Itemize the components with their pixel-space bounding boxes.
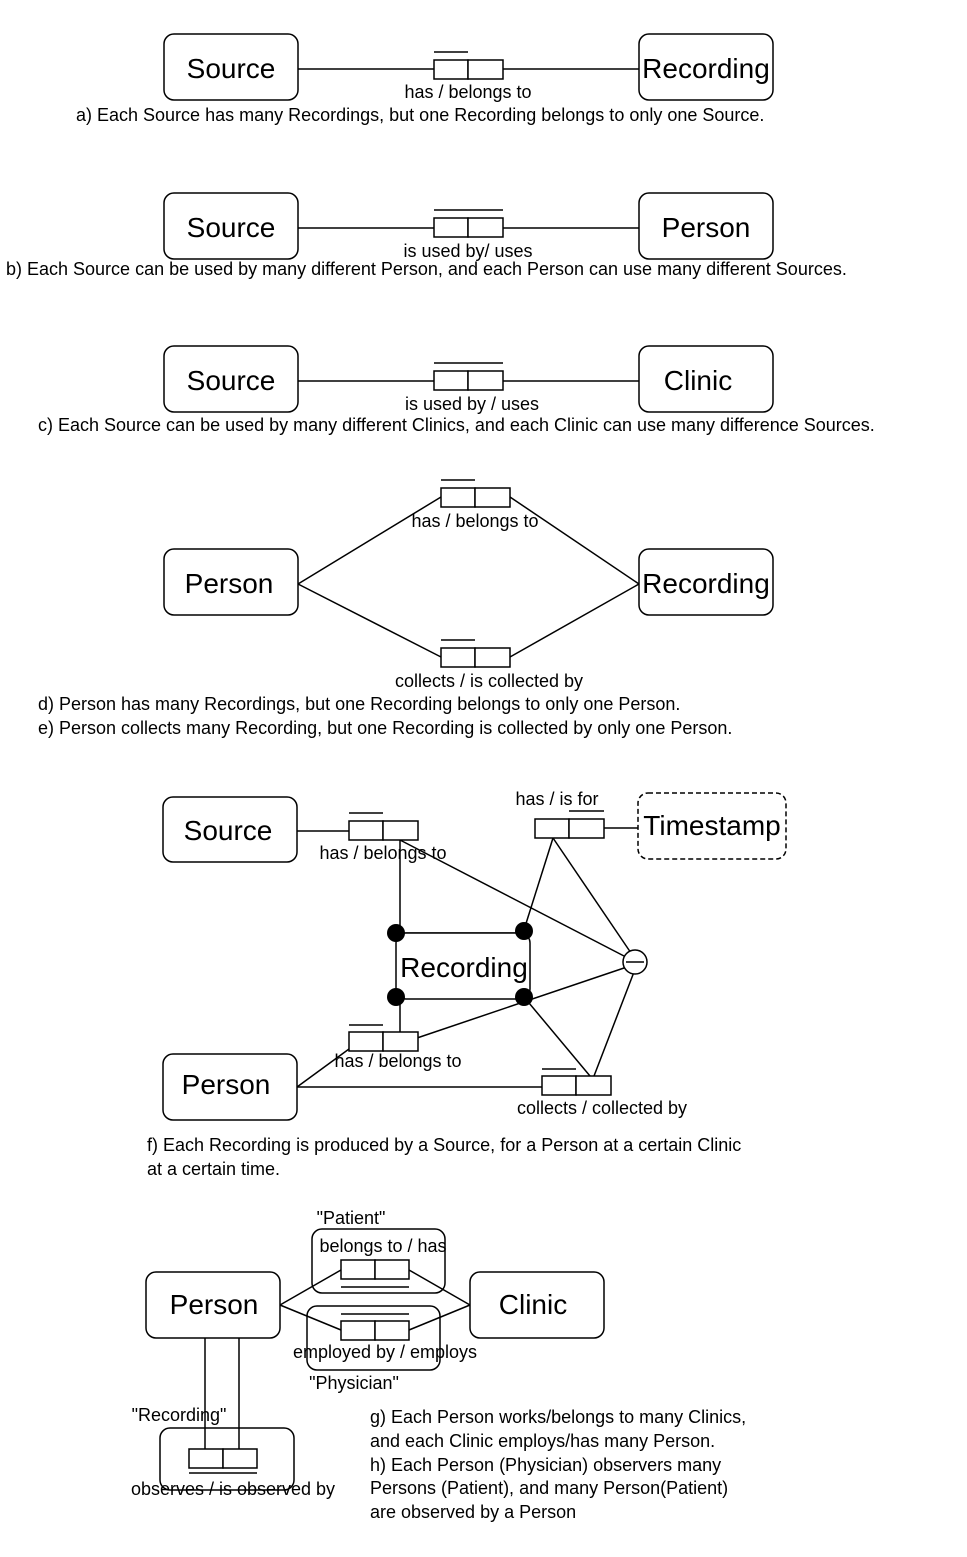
fact-label-bottom: collects / is collected by [395,671,583,691]
entity-recording [638,548,774,616]
entity-source-label: Source [187,53,276,84]
role-box-observes [188,1448,258,1474]
fact-label: is used by/ uses [403,241,532,261]
entity-source-label: Source [187,212,276,243]
observes-fact-label: observes / is observed by [131,1479,335,1499]
fact-label: has / belongs to [404,82,531,102]
entity-person [145,1271,281,1339]
role-box-patient [340,1259,410,1288]
caption-h-line3: are observed by a Person [370,1502,576,1522]
role-box [433,362,504,391]
entity-source-label: Source [187,365,276,396]
fact-label-collects: collects / collected by [517,1098,687,1118]
entity-person [163,548,299,616]
entity-source-label: Source [184,815,273,846]
mandatory-dot [515,922,533,940]
patient-frame [311,1228,446,1294]
entity-person [638,192,774,260]
role-box-source [348,812,419,841]
entity-recording-label: Recording [400,952,528,983]
fact-label-person: has / belongs to [334,1051,461,1071]
role-box-physician [340,1313,410,1341]
recording-role-label: "Recording" [132,1405,227,1425]
fact-label: is used by / uses [405,394,539,414]
physician-frame [306,1305,441,1371]
section-a: Source Recording has / belongs to a) Eac… [76,33,774,125]
entity-timestamp [637,792,787,860]
entity-person-label: Person [185,568,274,599]
entity-person-label: Person [182,1069,271,1100]
section-de: Person Recording has / belongs to collec… [38,479,774,738]
role-box-top [440,479,511,508]
entity-recording-label: Recording [642,53,770,84]
recording-frame [159,1427,295,1491]
entity-source [163,345,299,413]
section-c: Source Clinic is used by / uses c) Each … [38,345,875,435]
patient-role-label: "Patient" [317,1208,386,1228]
role-box-person [348,1024,419,1052]
caption-b: b) Each Source can be used by many diffe… [6,259,847,279]
caption-g-line2: and each Clinic employs/has many Person. [370,1431,715,1451]
entity-person-label: Person [170,1289,259,1320]
role-box [433,209,504,238]
entity-recording [395,932,531,1000]
entity-timestamp-label: Timestamp [643,810,780,841]
entity-person [162,1053,298,1121]
entity-clinic [638,345,774,413]
caption-f-line2: at a certain time. [147,1159,280,1179]
entity-source [163,33,299,101]
mandatory-dot [515,988,533,1006]
patient-fact-label: belongs to / has [319,1236,446,1256]
caption-c: c) Each Source can be used by many diffe… [38,415,875,435]
mandatory-dot [387,988,405,1006]
caption-h-line1: h) Each Person (Physician) observers man… [370,1455,721,1475]
physician-role-label: "Physician" [309,1373,399,1393]
fact-label-timestamp: has / is for [515,789,598,809]
section-gh: Person Clinic "Patient" belongs to / has… [131,1208,746,1522]
caption-g-line1: g) Each Person works/belongs to many Cli… [370,1407,746,1427]
entity-source [163,192,299,260]
physician-fact-label: employed by / employs [293,1342,477,1362]
role-box-collects [541,1068,612,1096]
caption-h-line2: Persons (Patient), and many Person(Patie… [370,1478,728,1498]
fact-label-top: has / belongs to [411,511,538,531]
entity-clinic [469,1271,605,1339]
caption-d: d) Person has many Recordings, but one R… [38,694,680,714]
role-box-bottom [440,639,511,668]
role-box [433,51,504,80]
section-b: Source Person is used by/ uses b) Each S… [6,192,847,279]
entity-person-label: Person [662,212,751,243]
role-box-timestamp [534,810,605,839]
entity-clinic-label: Clinic [664,365,732,396]
caption-e: e) Person collects many Recording, but o… [38,718,732,738]
fact-label-source: has / belongs to [319,843,446,863]
mandatory-dot [387,924,405,942]
caption-a: a) Each Source has many Recordings, but … [76,105,764,125]
entity-recording [638,33,774,101]
section-f: Source Timestamp Recording Person has / … [147,789,787,1179]
entity-recording-label: Recording [642,568,770,599]
entity-clinic-label: Clinic [499,1289,567,1320]
uniqueness-constraint-icon [622,949,648,975]
caption-f-line1: f) Each Recording is produced by a Sourc… [147,1135,741,1155]
entity-source [162,796,298,863]
